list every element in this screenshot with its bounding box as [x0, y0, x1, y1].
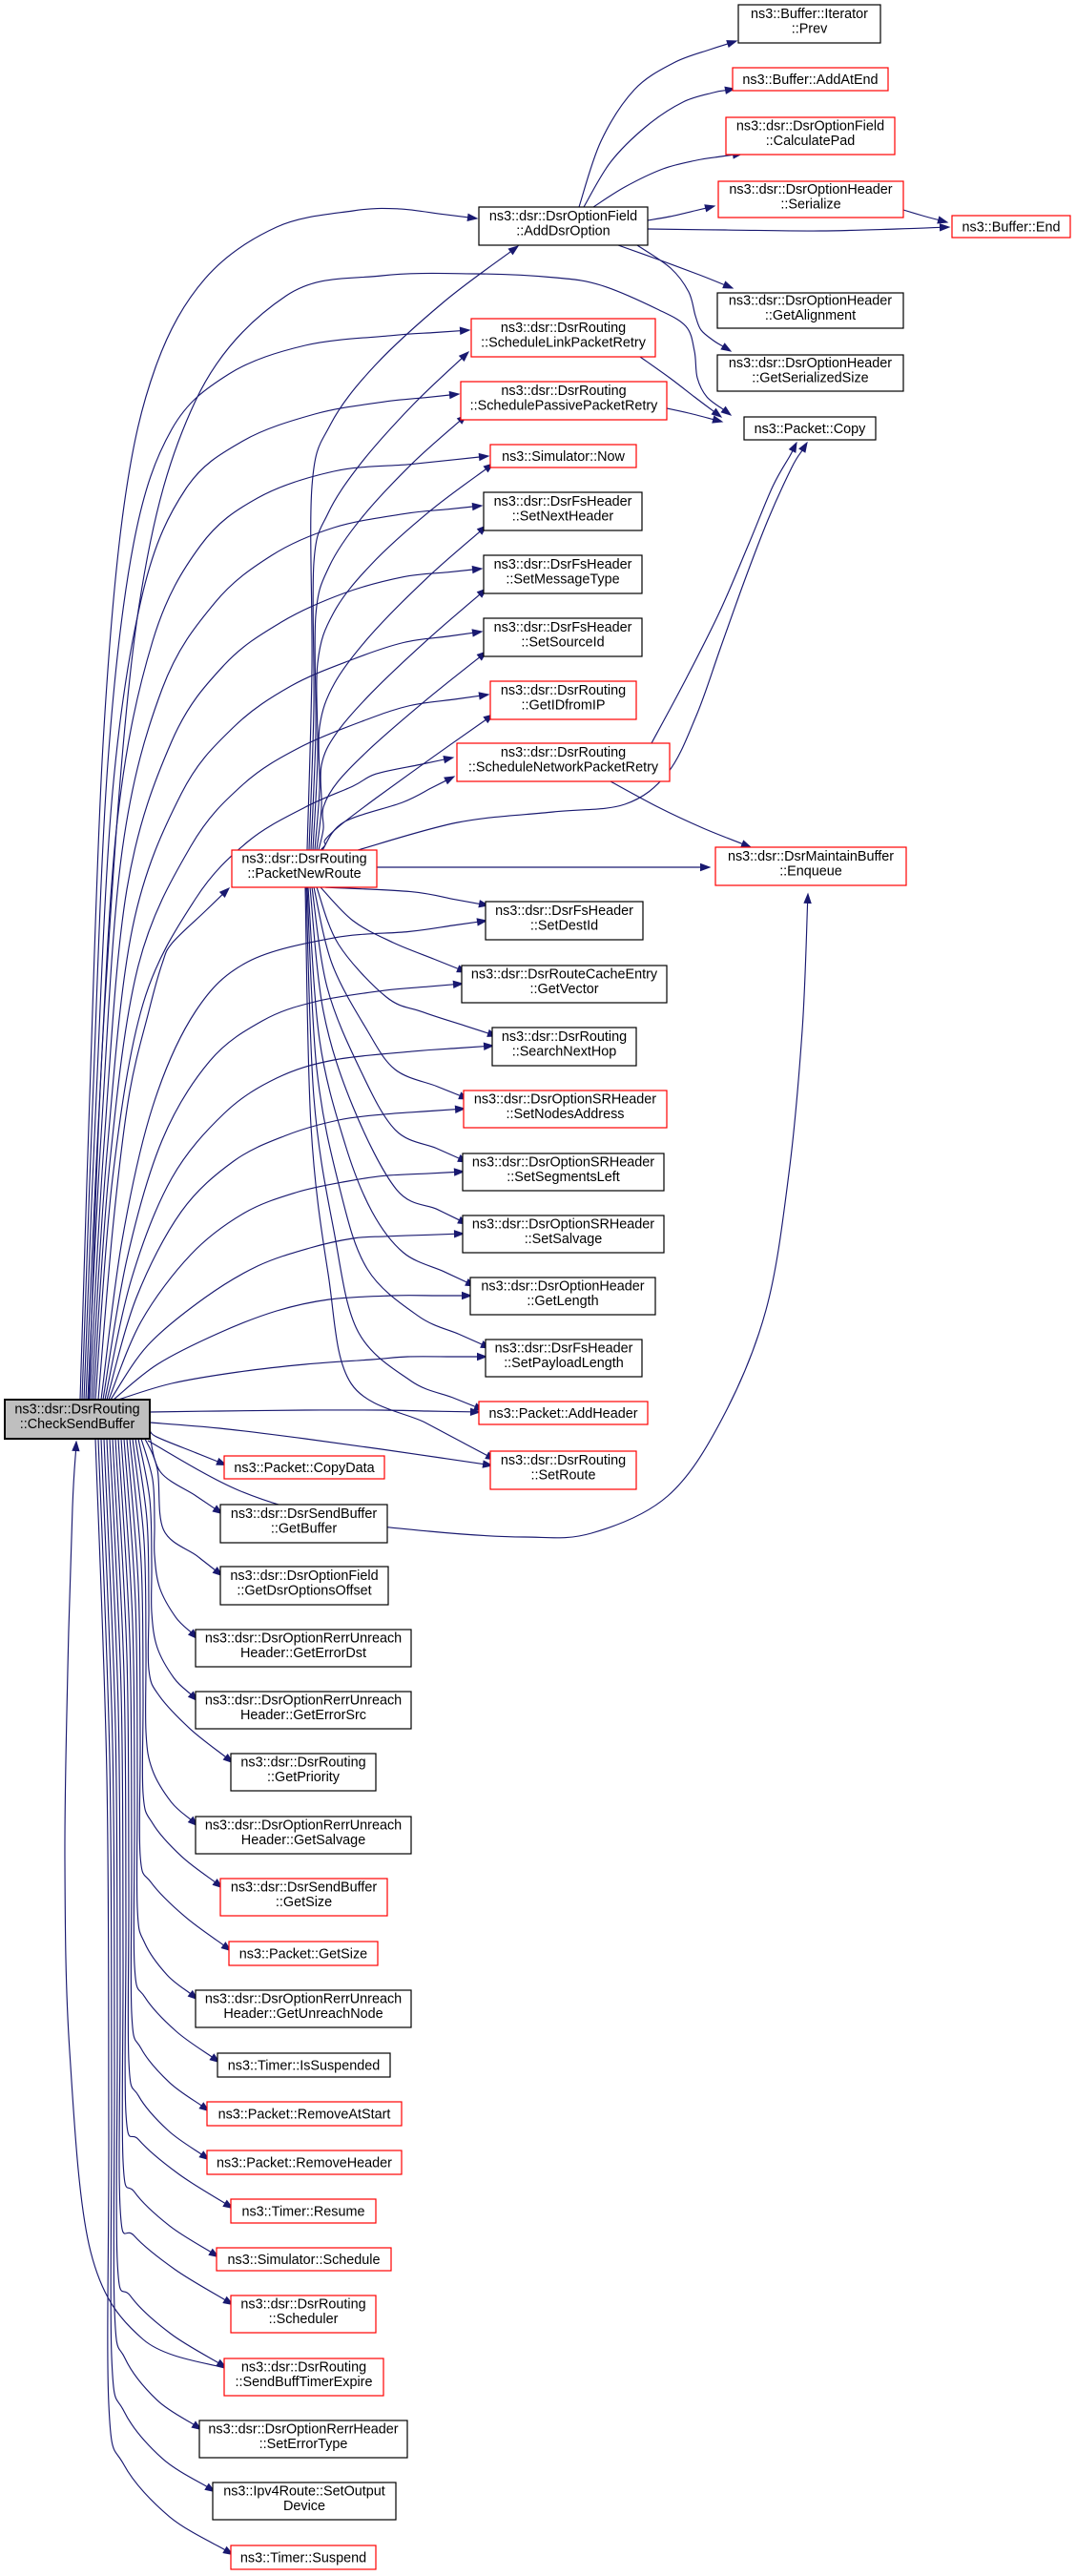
svg-text:ns3::dsr::DsrRouting: ns3::dsr::DsrRouting [14, 1402, 139, 1418]
svg-text:::SetNextHeader: ::SetNextHeader [512, 509, 614, 525]
svg-text:ns3::Packet::GetSize: ns3::Packet::GetSize [239, 1947, 367, 1963]
svg-text:::AddDsrOption: ::AddDsrOption [516, 224, 610, 239]
svg-text:ns3::dsr::DsrRouting: ns3::dsr::DsrRouting [241, 2360, 366, 2376]
svg-text:ns3::dsr::DsrOptionField: ns3::dsr::DsrOptionField [736, 119, 884, 135]
svg-text:ns3::dsr::DsrOptionSRHeader: ns3::dsr::DsrOptionSRHeader [472, 1155, 654, 1171]
svg-text:ns3::dsr::DsrRouting: ns3::dsr::DsrRouting [241, 852, 366, 867]
svg-text:ns3::Simulator::Schedule: ns3::Simulator::Schedule [228, 2253, 381, 2268]
svg-text:ns3::dsr::DsrRouting: ns3::dsr::DsrRouting [501, 321, 626, 336]
svg-text:::ScheduleNetworkPacketRetry: ::ScheduleNetworkPacketRetry [468, 760, 659, 776]
svg-text:ns3::dsr::DsrSendBuffer: ns3::dsr::DsrSendBuffer [231, 1880, 378, 1896]
svg-text:ns3::dsr::DsrRouting: ns3::dsr::DsrRouting [240, 2297, 365, 2313]
svg-text:ns3::dsr::DsrFsHeader: ns3::dsr::DsrFsHeader [494, 557, 632, 572]
svg-text:::GetBuffer: ::GetBuffer [271, 1522, 338, 1537]
svg-text:::SetRoute: ::SetRoute [531, 1468, 596, 1484]
svg-text:::GetDsrOptionsOffset: ::GetDsrOptionsOffset [237, 1584, 371, 1599]
svg-text:ns3::dsr::DsrOptionField: ns3::dsr::DsrOptionField [489, 209, 637, 224]
svg-text:ns3::Packet::RemoveHeader: ns3::Packet::RemoveHeader [217, 2156, 392, 2171]
svg-text:::SetErrorType: ::SetErrorType [259, 2437, 348, 2452]
svg-text:ns3::dsr::DsrOptionField: ns3::dsr::DsrOptionField [230, 1568, 378, 1584]
svg-text:Header::GetErrorDst: Header::GetErrorDst [240, 1646, 366, 1661]
svg-text:ns3::Packet::Copy: ns3::Packet::Copy [755, 422, 867, 437]
svg-text:::CheckSendBuffer: ::CheckSendBuffer [20, 1417, 135, 1432]
svg-text:::SendBuffTimerExpire: ::SendBuffTimerExpire [236, 2375, 373, 2390]
svg-text:ns3::Buffer::Iterator: ns3::Buffer::Iterator [751, 7, 868, 22]
svg-text:ns3::dsr::DsrRouteCacheEntry: ns3::dsr::DsrRouteCacheEntry [471, 967, 658, 983]
svg-text:::Scheduler: ::Scheduler [269, 2312, 339, 2327]
svg-text:ns3::Timer::Suspend: ns3::Timer::Suspend [240, 2551, 366, 2566]
svg-text:::SetSegmentsLeft: ::SetSegmentsLeft [507, 1170, 619, 1185]
svg-text:ns3::dsr::DsrOptionRerrUnreach: ns3::dsr::DsrOptionRerrUnreach [205, 1631, 402, 1647]
svg-text:::Enqueue: ::Enqueue [779, 864, 842, 880]
svg-text:ns3::Packet::AddHeader: ns3::Packet::AddHeader [489, 1406, 638, 1422]
svg-text:::SetPayloadLength: ::SetPayloadLength [504, 1356, 624, 1371]
svg-text:ns3::Timer::IsSuspended: ns3::Timer::IsSuspended [228, 2059, 380, 2074]
svg-text:ns3::dsr::DsrOptionSRHeader: ns3::dsr::DsrOptionSRHeader [472, 1217, 654, 1233]
svg-text:ns3::Buffer::AddAtEnd: ns3::Buffer::AddAtEnd [742, 73, 878, 88]
svg-text:::PacketNewRoute: ::PacketNewRoute [247, 866, 361, 882]
svg-text:::GetAlignment: ::GetAlignment [765, 308, 856, 323]
svg-text:ns3::dsr::DsrOptionRerrUnreach: ns3::dsr::DsrOptionRerrUnreach [205, 1818, 402, 1834]
svg-text:::SearchNextHop: ::SearchNextHop [512, 1045, 617, 1060]
svg-text:ns3::dsr::DsrOptionHeader: ns3::dsr::DsrOptionHeader [481, 1279, 644, 1295]
svg-text:Header::GetUnreachNode: Header::GetUnreachNode [223, 2006, 383, 2022]
svg-text:Header::GetSalvage: Header::GetSalvage [241, 1833, 365, 1848]
svg-text:ns3::dsr::DsrRouting: ns3::dsr::DsrRouting [501, 683, 626, 698]
svg-text:ns3::dsr::DsrOptionHeader: ns3::dsr::DsrOptionHeader [729, 294, 892, 309]
svg-text:ns3::dsr::DsrOptionHeader: ns3::dsr::DsrOptionHeader [729, 356, 892, 371]
svg-text:ns3::Ipv4Route::SetOutput: ns3::Ipv4Route::SetOutput [223, 2484, 385, 2500]
svg-text:ns3::dsr::DsrRouting: ns3::dsr::DsrRouting [501, 384, 626, 399]
svg-text:ns3::Packet::CopyData: ns3::Packet::CopyData [234, 1461, 374, 1476]
svg-text:ns3::dsr::DsrRouting: ns3::dsr::DsrRouting [501, 1453, 626, 1468]
svg-text:::GetIDfromIP: ::GetIDfromIP [522, 698, 606, 714]
svg-text:ns3::dsr::DsrOptionRerrUnreach: ns3::dsr::DsrOptionRerrUnreach [205, 1992, 402, 2007]
svg-text:ns3::dsr::DsrFsHeader: ns3::dsr::DsrFsHeader [494, 620, 632, 635]
svg-text:::ScheduleLinkPacketRetry: ::ScheduleLinkPacketRetry [481, 336, 647, 351]
svg-text:ns3::dsr::DsrOptionSRHeader: ns3::dsr::DsrOptionSRHeader [474, 1092, 656, 1108]
svg-text:::SetMessageType: ::SetMessageType [506, 572, 619, 588]
svg-text:ns3::dsr::DsrFsHeader: ns3::dsr::DsrFsHeader [494, 494, 632, 509]
svg-text:ns3::dsr::DsrRouting: ns3::dsr::DsrRouting [501, 745, 626, 760]
svg-text:::GetVector: ::GetVector [530, 982, 599, 997]
svg-text:::GetLength: ::GetLength [527, 1294, 598, 1309]
svg-text:::Prev: ::Prev [792, 22, 828, 37]
svg-text:ns3::dsr::DsrFsHeader: ns3::dsr::DsrFsHeader [495, 904, 633, 919]
svg-text:::GetPriority: ::GetPriority [267, 1770, 341, 1785]
svg-text:::SetSourceId: ::SetSourceId [521, 635, 604, 651]
svg-text:ns3::dsr::DsrSendBuffer: ns3::dsr::DsrSendBuffer [231, 1506, 378, 1522]
svg-text:ns3::dsr::DsrRouting: ns3::dsr::DsrRouting [240, 1755, 365, 1771]
svg-text:ns3::dsr::DsrOptionHeader: ns3::dsr::DsrOptionHeader [729, 182, 892, 197]
svg-text:Header::GetErrorSrc: Header::GetErrorSrc [240, 1708, 366, 1723]
svg-text:::SetDestId: ::SetDestId [530, 919, 598, 934]
svg-text:::CalculatePad: ::CalculatePad [766, 134, 856, 149]
svg-text:::SetNodesAddress: ::SetNodesAddress [507, 1107, 625, 1122]
svg-text:ns3::Timer::Resume: ns3::Timer::Resume [241, 2205, 364, 2220]
svg-text:::SetSalvage: ::SetSalvage [525, 1232, 603, 1247]
svg-text:::Serialize: ::Serialize [780, 197, 840, 213]
svg-text:Device: Device [283, 2499, 325, 2514]
svg-text:ns3::dsr::DsrRouting: ns3::dsr::DsrRouting [502, 1029, 627, 1045]
svg-text:::GetSerializedSize: ::GetSerializedSize [752, 371, 868, 386]
svg-text:ns3::Packet::RemoveAtStart: ns3::Packet::RemoveAtStart [218, 2108, 391, 2123]
svg-text:ns3::dsr::DsrOptionRerrHeader: ns3::dsr::DsrOptionRerrHeader [208, 2422, 398, 2438]
svg-text:::SchedulePassivePacketRetry: ::SchedulePassivePacketRetry [470, 399, 659, 414]
svg-text:ns3::dsr::DsrMaintainBuffer: ns3::dsr::DsrMaintainBuffer [728, 849, 894, 864]
svg-text:ns3::Buffer::End: ns3::Buffer::End [962, 220, 1061, 236]
svg-text:ns3::dsr::DsrOptionRerrUnreach: ns3::dsr::DsrOptionRerrUnreach [205, 1693, 402, 1709]
svg-text:ns3::dsr::DsrFsHeader: ns3::dsr::DsrFsHeader [495, 1341, 633, 1357]
svg-text:ns3::Simulator::Now: ns3::Simulator::Now [502, 449, 625, 465]
svg-text:::GetSize: ::GetSize [276, 1895, 332, 1910]
